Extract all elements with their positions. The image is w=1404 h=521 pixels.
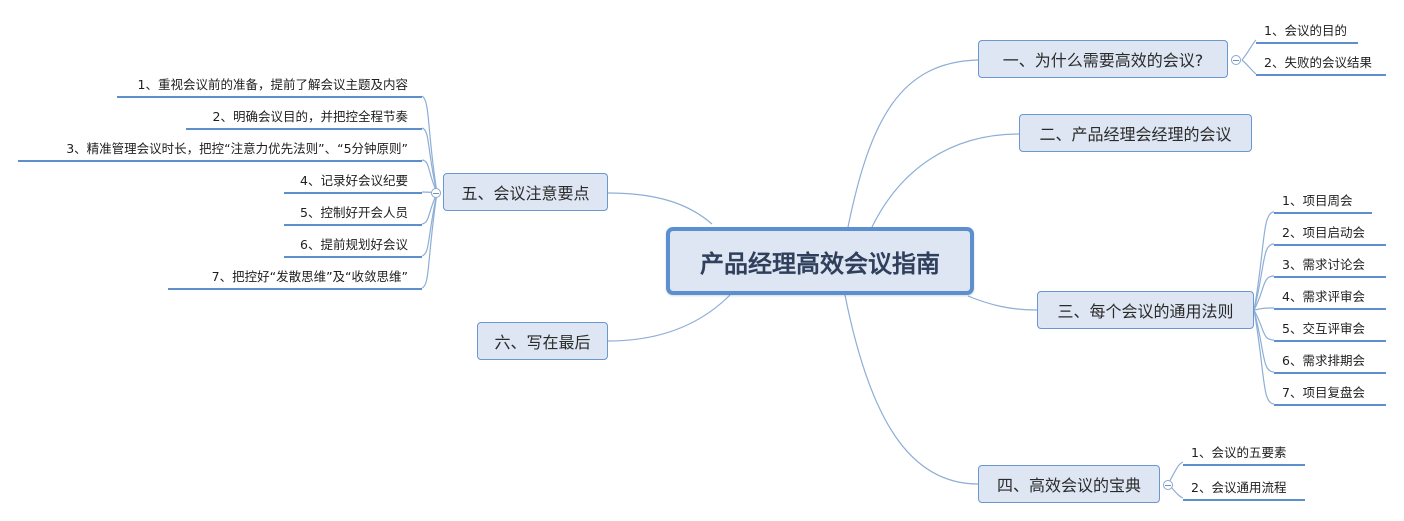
collapse-minus-icon[interactable] [431, 188, 441, 198]
branch-meeting-handbook[interactable]: 四、高效会议的宝典 [978, 465, 1160, 503]
leaf-b5-2[interactable]: 2、明确会议目的，并把控全程节奏 [186, 104, 422, 130]
leaf-b3-5[interactable]: 5、交互评审会 [1274, 316, 1386, 342]
leaf-b3-4[interactable]: 4、需求评审会 [1274, 284, 1386, 310]
collapse-minus-icon[interactable] [1231, 55, 1241, 65]
leaf-b5-5[interactable]: 5、控制好开会人员 [284, 200, 422, 226]
central-topic[interactable]: 产品经理高效会议指南 [666, 227, 974, 295]
leaf-b3-1[interactable]: 1、项目周会 [1274, 188, 1372, 214]
leaf-b4-1[interactable]: 1、会议的五要素 [1183, 440, 1305, 466]
leaf-b3-3[interactable]: 3、需求讨论会 [1274, 252, 1386, 278]
leaf-b5-1[interactable]: 1、重视会议前的准备，提前了解会议主题及内容 [117, 72, 422, 98]
branch-final-words[interactable]: 六、写在最后 [477, 322, 608, 360]
leaf-b1-2[interactable]: 2、失败的会议结果 [1256, 50, 1386, 76]
leaf-b1-1[interactable]: 1、会议的目的 [1256, 18, 1358, 44]
branch-general-rules[interactable]: 三、每个会议的通用法则 [1037, 291, 1254, 329]
branch-why-efficient-meetings[interactable]: 一、为什么需要高效的会议? [978, 40, 1228, 78]
leaf-b3-2[interactable]: 2、项目启动会 [1274, 220, 1386, 246]
leaf-b5-3[interactable]: 3、精准管理会议时长，把控“注意力优先法则”、“5分钟原则” [18, 136, 422, 162]
leaf-b4-2[interactable]: 2、会议通用流程 [1183, 475, 1305, 501]
collapse-minus-icon[interactable] [1163, 480, 1173, 490]
leaf-b3-7[interactable]: 7、项目复盘会 [1274, 380, 1386, 406]
leaf-b5-7[interactable]: 7、把控好“发散思维”及“收敛思维” [168, 264, 422, 290]
leaf-b5-6[interactable]: 6、提前规划好会议 [284, 232, 422, 258]
branch-pm-meetings[interactable]: 二、产品经理会经理的会议 [1019, 114, 1252, 152]
leaf-b5-4[interactable]: 4、记录好会议纪要 [284, 168, 422, 194]
branch-meeting-key-points[interactable]: 五、会议注意要点 [443, 173, 608, 211]
leaf-b3-6[interactable]: 6、需求排期会 [1274, 348, 1386, 374]
